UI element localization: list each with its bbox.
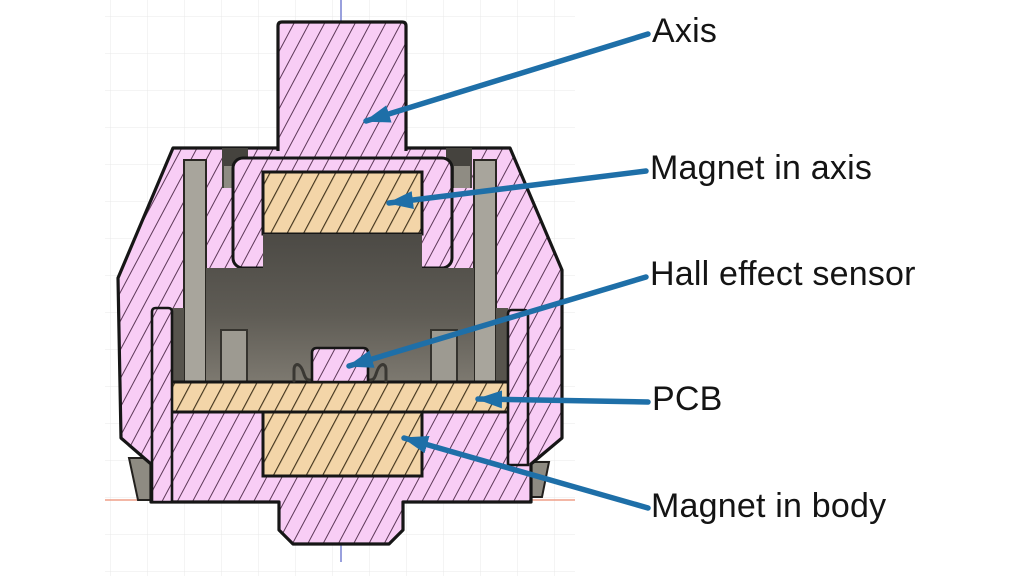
- arrow-axis-icon: [363, 31, 651, 124]
- label-magnet-in-axis: Magnet in axis: [650, 149, 873, 187]
- sensor-lead-right: [367, 363, 388, 383]
- label-axis: Axis: [652, 12, 718, 50]
- arrow-pcb-icon: [475, 390, 651, 409]
- label-hall-effect-sensor: Hall effect sensor: [650, 255, 916, 293]
- cavity-under-magnet: [263, 234, 422, 269]
- slot-right: [496, 308, 508, 382]
- axis-stem: [276, 20, 408, 151]
- pcb: [166, 380, 515, 414]
- arrow-magnet-in-body-icon: [401, 435, 651, 511]
- magnet-in-axis: [261, 170, 424, 236]
- callout-arrows: [346, 31, 651, 511]
- magnet-in-body: [261, 410, 424, 478]
- label-magnet-in-body: Magnet in body: [651, 487, 887, 525]
- arrow-magnet-in-axis-icon: [386, 168, 649, 209]
- lining-left: [183, 159, 207, 383]
- sensor-lead-left: [292, 363, 313, 383]
- arrow-hall-sensor-icon: [346, 274, 649, 369]
- top-notch-right-step: [454, 166, 470, 188]
- slot-left: [172, 308, 184, 382]
- inner-wall-left: [150, 306, 174, 504]
- inner-wall-right: [506, 308, 530, 467]
- label-pcb: PCB: [652, 380, 723, 418]
- cavity-post-left: [220, 329, 248, 383]
